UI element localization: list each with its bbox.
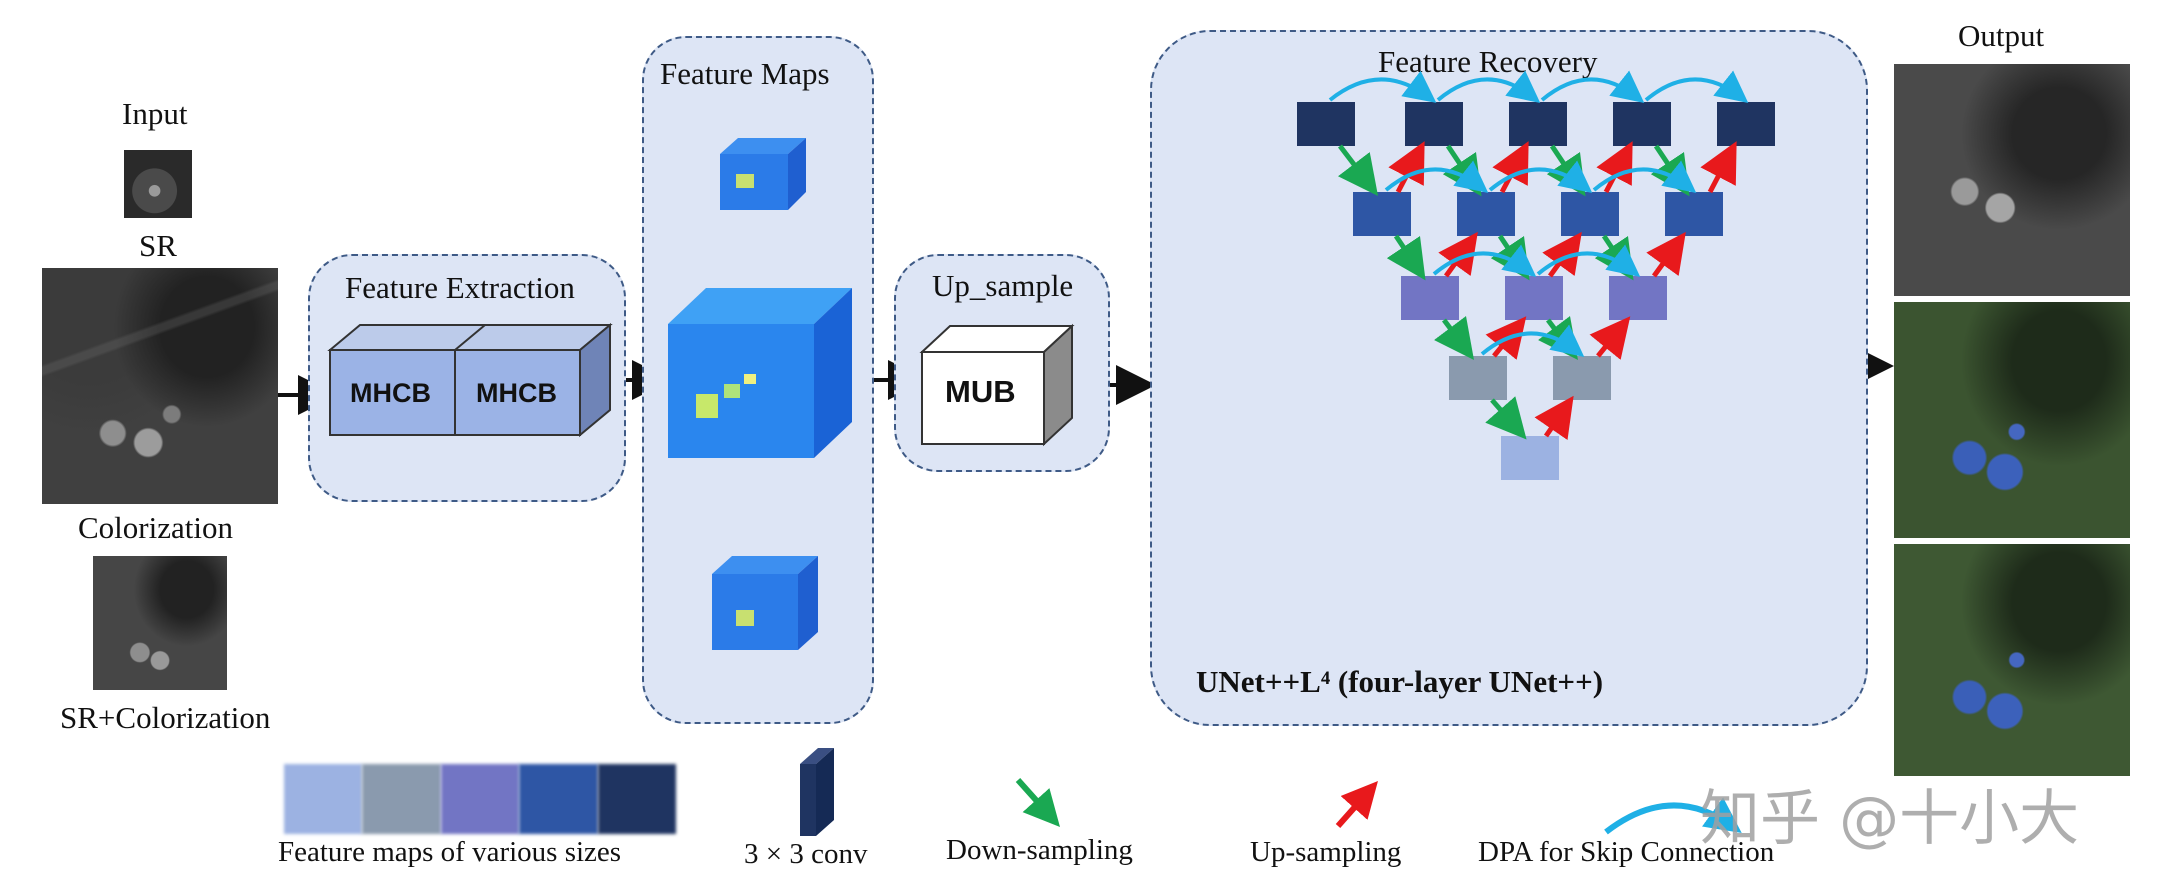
unet-node: [1609, 276, 1667, 320]
colorization-image: [93, 556, 227, 690]
skip-connection-arrow: [1436, 70, 1541, 103]
skip-connection-arrow: [1328, 70, 1437, 103]
legend-up-arrow-icon: [1335, 781, 1378, 828]
up-sampling-arrow: [1646, 231, 1686, 278]
unet-node: [1561, 192, 1619, 236]
skip-connection-arrow: [1384, 160, 1489, 193]
up-sampling-arrow: [1589, 316, 1631, 360]
colorization-label: Colorization: [78, 510, 233, 545]
input-image-small: [124, 150, 192, 218]
skip-connection-arrow: [1592, 160, 1697, 193]
legend-swatches: [284, 764, 677, 834]
feature-map-cube-small-bottom: [712, 556, 818, 650]
feature-map-cube-large: [668, 288, 852, 458]
unet-node: [1665, 192, 1723, 236]
down-sampling-arrow: [1434, 316, 1474, 360]
legend-swatch: [440, 764, 520, 834]
down-sampling-arrow: [1386, 234, 1426, 281]
skip-connection-arrow: [1536, 244, 1641, 277]
unet-node: [1505, 276, 1563, 320]
unet-node: [1717, 102, 1775, 146]
unet-node: [1449, 356, 1507, 400]
up-sampling-arrow: [1534, 395, 1574, 441]
up-sampling-arrow: [1596, 141, 1633, 194]
watermark: 知乎 @十小大: [1700, 784, 2080, 854]
skip-connection-arrow: [1480, 324, 1585, 357]
unet-node: [1457, 192, 1515, 236]
unet-diagram: [1297, 70, 1775, 480]
sr-image: [42, 268, 278, 504]
legend-conv-label: 3 × 3 conv: [744, 838, 868, 870]
legend-swatch: [519, 764, 598, 834]
mub-block: [919, 323, 1075, 447]
skip-connection-arrow: [1432, 244, 1537, 277]
unet-node: [1405, 102, 1463, 146]
unet-node: [1553, 356, 1611, 400]
legend-skip-arrow-icon: [1604, 797, 1742, 835]
down-sampling-arrow: [1485, 396, 1527, 440]
mhcb-block-2: MHCB: [476, 378, 557, 408]
sr-label: SR: [139, 228, 177, 263]
unet-node: [1297, 102, 1355, 146]
legend-swatch: [284, 764, 363, 834]
output-image-sr-colorization: [1894, 544, 2130, 776]
up-sampling-arrow: [1388, 141, 1425, 194]
up-sampling-arrow: [1700, 141, 1737, 194]
feature-extraction-title: Feature Extraction: [345, 270, 575, 305]
unet-node: [1401, 276, 1459, 320]
feature-maps-title: Feature Maps: [660, 56, 830, 91]
unet-caption: UNet++L⁴ (four-layer UNet++): [1196, 664, 1604, 699]
input-title: Input: [122, 96, 188, 131]
unet-node: [1613, 102, 1671, 146]
sr-colorization-label: SR+Colorization: [60, 700, 271, 735]
unet-node: [1353, 192, 1411, 236]
unet-node: [1501, 436, 1559, 480]
legend-skip-label: DPA for Skip Connection: [1478, 836, 1775, 868]
up-sampling-arrow: [1492, 141, 1529, 194]
feature-map-cube-small-top: [720, 138, 806, 210]
legend-swatch: [362, 764, 441, 834]
skip-connection-arrow: [1488, 160, 1593, 193]
legend-conv-icon: [800, 748, 834, 836]
legend-feature-maps-label: Feature maps of various sizes: [278, 836, 622, 868]
skip-connection-arrow: [1540, 70, 1645, 103]
output-title: Output: [1958, 18, 2045, 53]
mub-block-label: MUB: [945, 374, 1016, 409]
legend-down-label: Down-sampling: [946, 834, 1133, 866]
output-image-sr: [1894, 64, 2130, 296]
legend-up-label: Up-sampling: [1250, 836, 1402, 868]
output-image-colorization: [1894, 302, 2130, 538]
up-sample-title: Up_sample: [932, 268, 1074, 303]
legend-swatch: [597, 764, 677, 834]
skip-connection-arrow: [1644, 70, 1749, 103]
mhcb-block-1: MHCB: [350, 378, 431, 408]
mhcb-blocks: [327, 322, 613, 438]
unet-node: [1509, 102, 1567, 146]
legend-down-arrow-icon: [1015, 777, 1061, 827]
down-sampling-arrow: [1337, 144, 1379, 196]
